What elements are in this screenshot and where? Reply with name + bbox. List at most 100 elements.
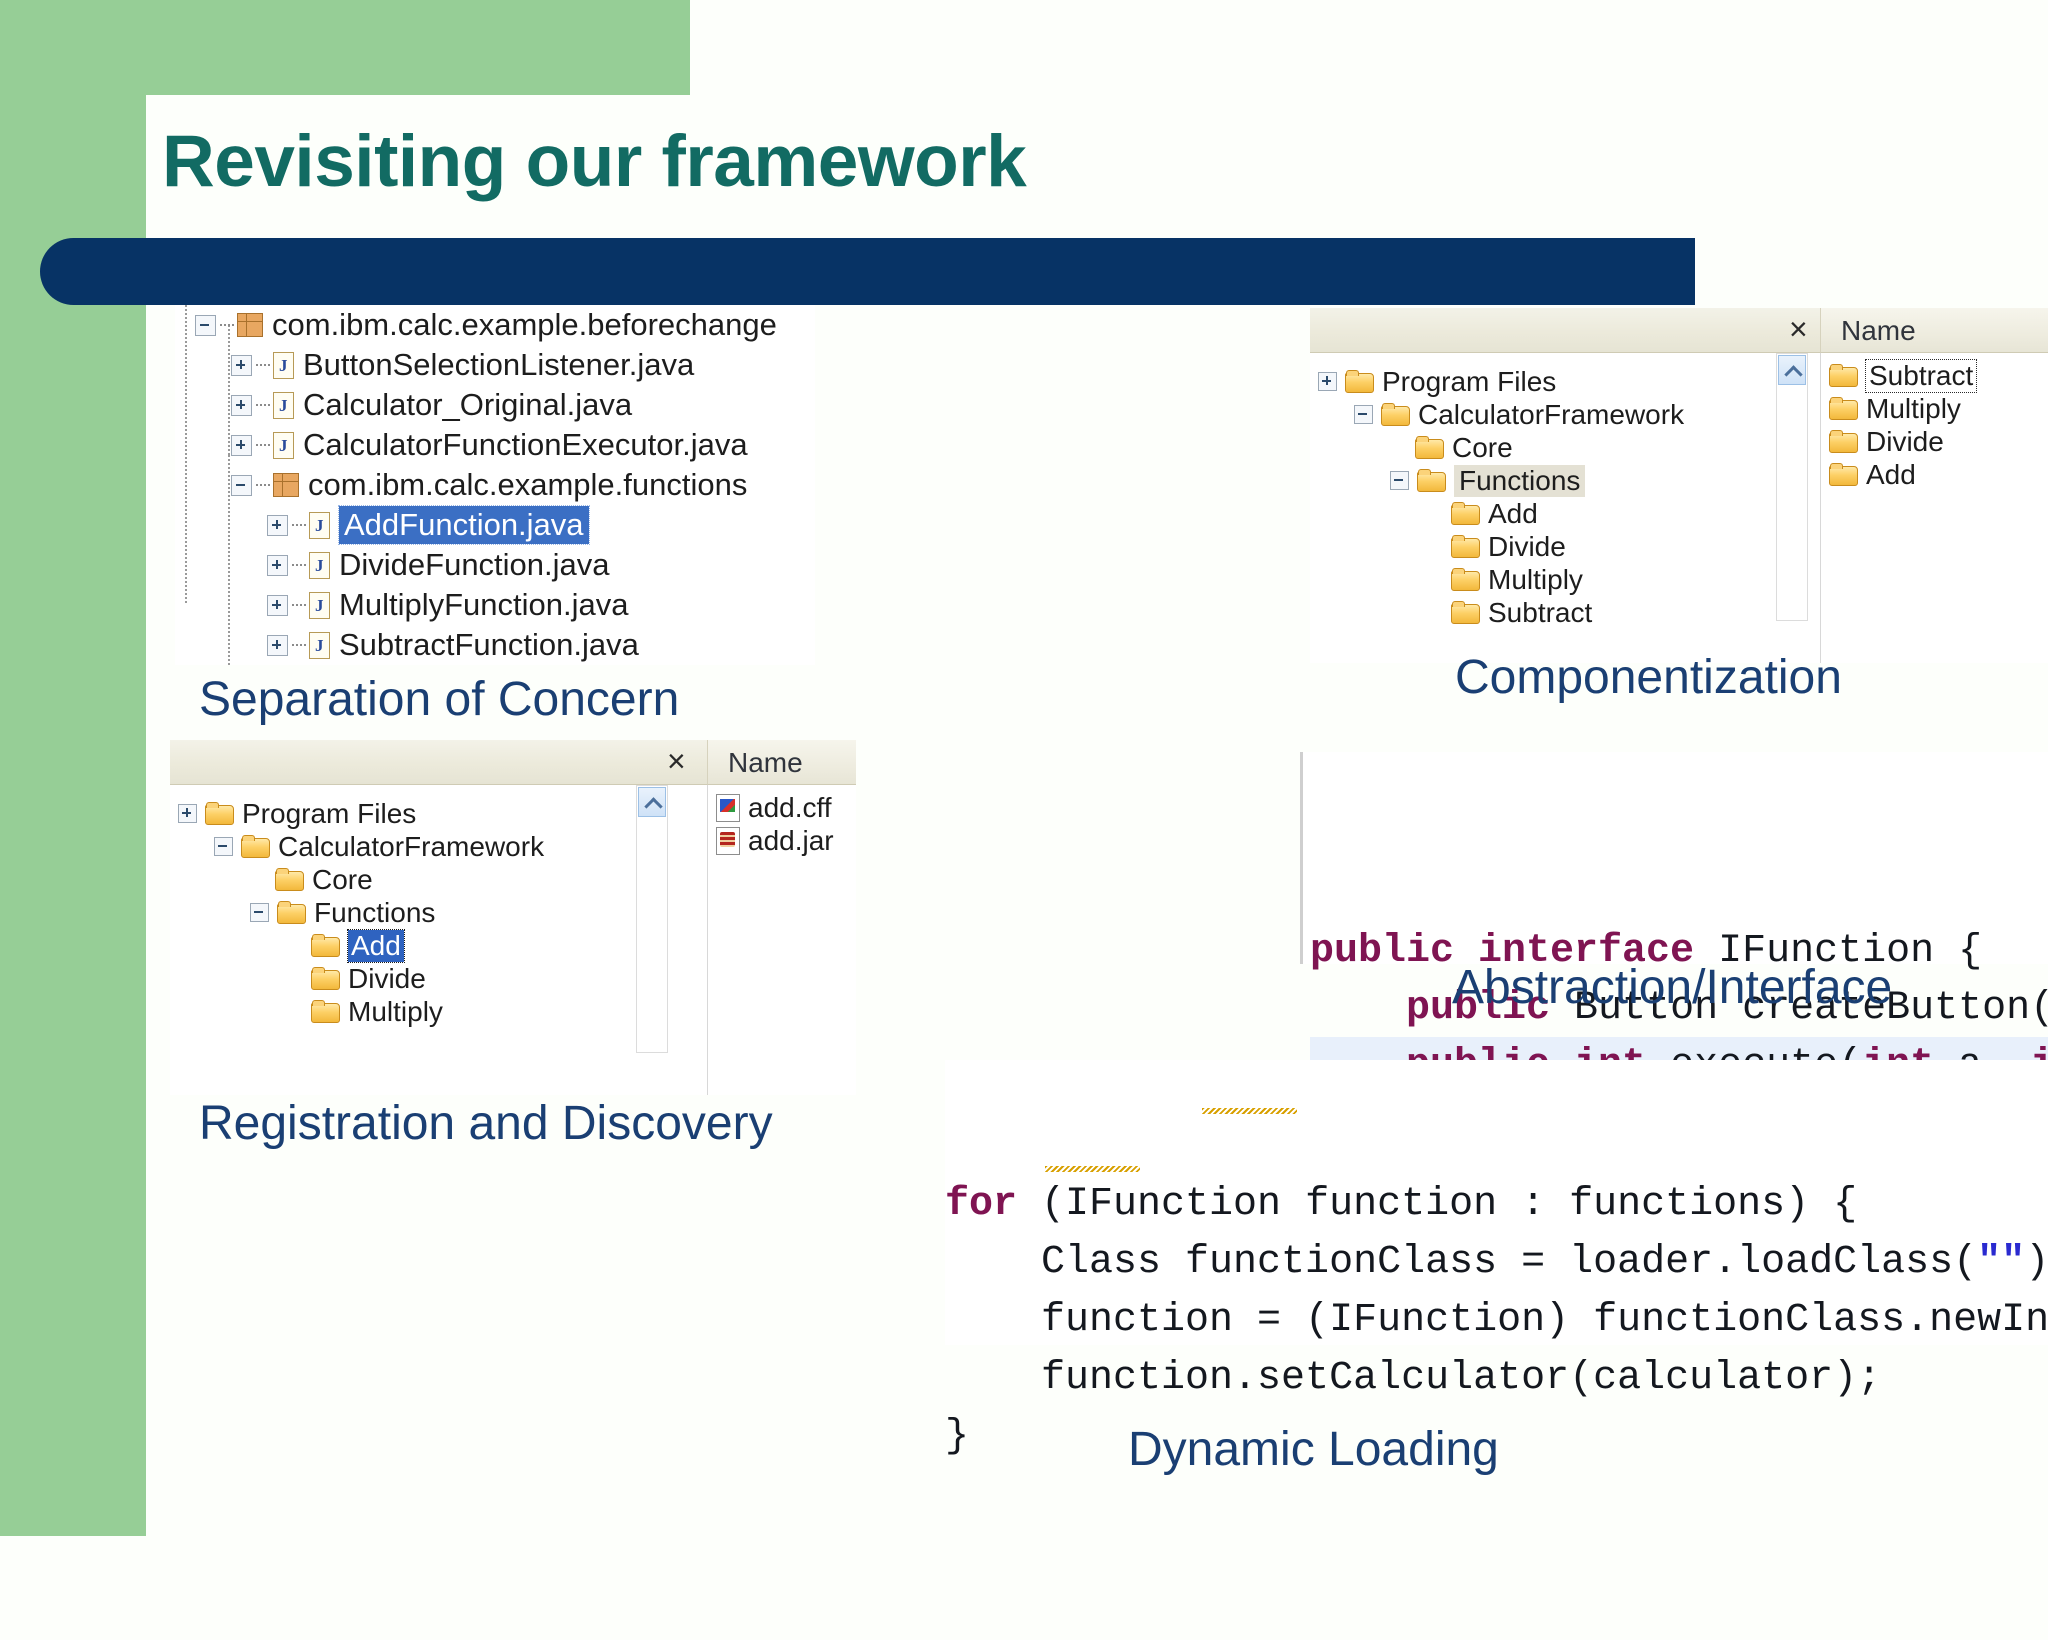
folder-tree-row-label: Core <box>312 863 373 895</box>
tree-spacer <box>1426 604 1443 621</box>
folder-tree-row[interactable]: Add <box>170 928 635 963</box>
folder-tree-row[interactable]: Add <box>1310 497 1775 530</box>
eclipse-tree-row[interactable]: com.ibm.calc.example.functions <box>175 465 815 505</box>
tree-spacer <box>1426 505 1443 522</box>
eclipse-tree-row-label: MultiplyFunction.java <box>339 587 629 622</box>
expand-icon[interactable] <box>267 554 288 576</box>
tree-spacer <box>1390 439 1407 456</box>
scroll-up-arrow-icon[interactable] <box>1778 355 1806 385</box>
vertical-scrollbar-right[interactable] <box>1776 353 1808 621</box>
folder-tree-row[interactable]: Divide <box>170 962 635 995</box>
folder-tree-row[interactable]: Core <box>170 863 635 896</box>
close-icon[interactable]: × <box>667 743 686 779</box>
eclipse-tree-row[interactable]: ButtonSelectionListener.java <box>175 345 815 385</box>
eclipse-tree-row[interactable]: MultiplyFunction.java <box>175 585 815 625</box>
folder-tree-row[interactable]: Program Files <box>1310 365 1775 398</box>
code-line: for (IFunction function : functions) { <box>945 1176 2048 1234</box>
package-icon <box>237 313 263 337</box>
tree-connector-icon <box>292 604 306 606</box>
tree-spacer <box>1426 571 1443 588</box>
collapse-icon[interactable] <box>1354 405 1373 424</box>
explorer-titlebar-left <box>170 740 707 785</box>
folder-tree-row[interactable]: CalculatorFramework <box>170 830 635 863</box>
eclipse-tree-row-label: Calculator_Original.java <box>303 387 633 422</box>
expand-icon[interactable] <box>231 354 252 376</box>
file-list-item[interactable]: Multiply <box>1829 392 2048 425</box>
file-list-item[interactable]: Subtract <box>1829 358 2048 393</box>
title-plate <box>146 95 2048 255</box>
folder-icon <box>275 868 304 891</box>
eclipse-tree-row[interactable]: Calculator_Original.java <box>175 385 815 425</box>
expand-icon[interactable] <box>267 594 288 616</box>
folder-tree-row[interactable]: Core <box>1310 431 1775 464</box>
folder-tree-row-label: Program Files <box>242 797 417 829</box>
eclipse-package-tree[interactable]: com.ibm.calc.example.beforechangeButtonS… <box>175 305 815 665</box>
expand-icon[interactable] <box>178 804 197 823</box>
eclipse-tree-row[interactable]: com.ibm.calc.example.beforechange <box>175 305 815 345</box>
collapse-icon[interactable] <box>1390 471 1409 490</box>
close-icon[interactable]: × <box>1789 311 1808 347</box>
folder-tree-row[interactable]: Functions <box>1310 464 1775 497</box>
file-list-item-label: Add <box>1866 458 1916 490</box>
eclipse-tree-row[interactable]: AddFunction.java <box>175 505 815 545</box>
code-text: IFunction { <box>1718 929 1983 974</box>
file-list-item-label: add.jar <box>748 824 834 856</box>
scroll-up-arrow-icon[interactable] <box>638 787 666 817</box>
folder-tree-row[interactable]: Multiply <box>170 995 635 1028</box>
code-text: Button createButton(Composit <box>1574 986 2048 1031</box>
folder-icon <box>1381 403 1410 426</box>
collapse-icon[interactable] <box>231 474 252 496</box>
folder-tree-row[interactable]: Multiply <box>1310 563 1775 596</box>
file-list-item[interactable]: add.cff <box>716 791 856 824</box>
code-gutter-line <box>1300 752 1303 964</box>
folder-tree-row[interactable]: CalculatorFramework <box>1310 398 1775 431</box>
eclipse-tree-row-label: CalculatorFunctionExecutor.java <box>303 427 748 462</box>
folder-tree-row-label: Multiply <box>1488 563 1583 595</box>
expand-icon[interactable] <box>231 394 252 416</box>
folder-tree-row[interactable]: Functions <box>170 896 635 929</box>
code-keyword: for <box>945 1182 1018 1227</box>
eclipse-tree-row[interactable]: DivideFunction.java <box>175 545 815 585</box>
file-list-item[interactable]: add.jar <box>716 824 856 857</box>
column-header-name-left[interactable]: Name <box>707 740 856 785</box>
cff-file-icon <box>716 793 740 822</box>
tree-connector-icon <box>220 324 234 326</box>
file-list-item[interactable]: Add <box>1829 458 2048 491</box>
folder-tree-row[interactable]: Divide <box>1310 530 1775 563</box>
tree-guide-line-2 <box>228 325 230 455</box>
folder-icon <box>205 802 234 825</box>
code-line: function = (IFunction) functionClass.new… <box>945 1292 2048 1350</box>
expand-icon[interactable] <box>267 634 288 656</box>
expand-icon[interactable] <box>1318 372 1337 391</box>
collapse-icon[interactable] <box>195 314 216 336</box>
folder-icon <box>1451 568 1480 591</box>
folder-tree-row[interactable]: Program Files <box>170 797 635 830</box>
column-header-name-right[interactable]: Name <box>1820 308 2048 353</box>
folder-tree-row-label: Program Files <box>1382 365 1557 397</box>
expand-icon[interactable] <box>267 514 288 536</box>
collapse-icon[interactable] <box>214 837 233 856</box>
folder-icon <box>1829 463 1858 486</box>
vertical-scrollbar-left[interactable] <box>636 785 668 1053</box>
expand-icon[interactable] <box>231 434 252 456</box>
code-line: function.setCalculator(calculator); <box>945 1350 2048 1408</box>
tree-guide-line-1 <box>185 305 187 605</box>
eclipse-tree-row[interactable]: SubtractFunction.java <box>175 625 815 665</box>
file-list-item[interactable]: Divide <box>1829 425 2048 458</box>
eclipse-tree-row-label: DivideFunction.java <box>339 547 610 582</box>
caption-separation-of-concern: Separation of Concern <box>199 673 680 726</box>
collapse-icon[interactable] <box>250 903 269 922</box>
eclipse-tree-row-label: com.ibm.calc.example.beforechange <box>272 307 777 342</box>
eclipse-tree-row[interactable]: CalculatorFunctionExecutor.java <box>175 425 815 465</box>
java-file-icon <box>309 591 330 619</box>
java-file-icon <box>273 431 294 459</box>
folder-tree-row[interactable]: Subtract <box>1310 596 1775 629</box>
folder-icon <box>1829 430 1858 453</box>
